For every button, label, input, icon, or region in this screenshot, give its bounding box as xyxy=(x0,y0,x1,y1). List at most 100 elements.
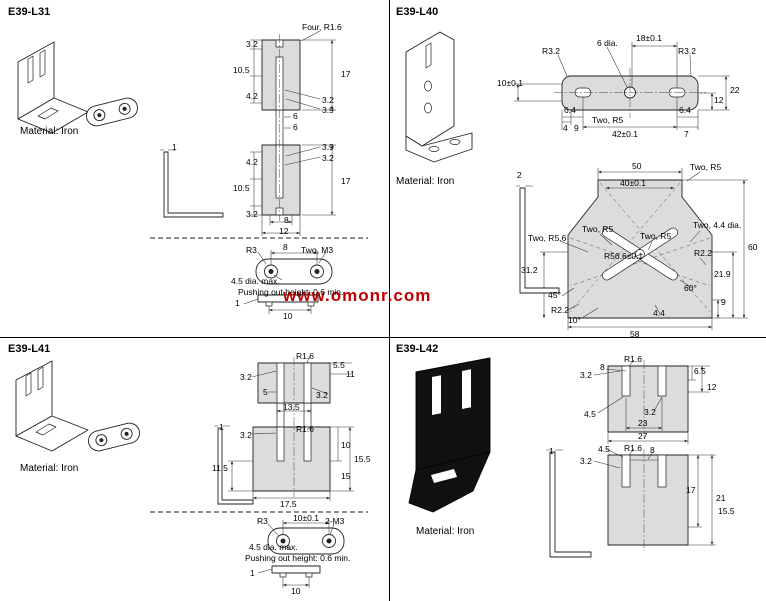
dim-label-l31-1: 3.2 xyxy=(246,39,258,49)
dim-label-l31-14: 17 xyxy=(341,176,351,186)
l40-side-view xyxy=(516,185,560,294)
dim-label-l41-19: Pushing out height: 0.6 min. xyxy=(245,553,351,563)
dim-label-l40-24: 60 xyxy=(748,242,758,252)
l42-side-view xyxy=(546,449,592,558)
dim-label-l40-28: 9 xyxy=(721,297,726,307)
dim-label-l42-2: 8 xyxy=(600,362,605,372)
l40-isometric-bracket xyxy=(405,31,473,163)
panel-title-e39-l31: E39-L31 xyxy=(8,6,51,18)
material-label-l31: Material: Iron xyxy=(20,126,79,137)
panel-title-e39-l40: E39-L40 xyxy=(396,6,439,18)
dim-label-l41-8: R1.6 xyxy=(296,424,314,434)
dim-label-l41-9: 10 xyxy=(341,440,351,450)
dim-label-l40-5: 12 xyxy=(714,95,724,105)
dim-label-l31-21: 4.5 dia. max. xyxy=(231,276,280,286)
l31-plate-detail xyxy=(243,250,333,314)
dim-label-l40-23: R2.2 xyxy=(694,248,712,258)
dim-label-l31-17: 1 xyxy=(172,142,177,152)
l41-plate-detail xyxy=(257,520,345,588)
dim-label-l31-19: 8 xyxy=(283,242,288,252)
dim-label-l31-4: 17 xyxy=(341,69,351,79)
dim-label-l41-4: 5 xyxy=(263,387,268,397)
dim-label-l40-13: 7 xyxy=(684,129,689,139)
dim-label-l41-6: 13.5 xyxy=(283,402,300,412)
dim-label-l42-12: 3.2 xyxy=(580,456,592,466)
dim-label-l40-30: R2.2 xyxy=(551,305,569,315)
dim-label-l41-16: 10±0.1 xyxy=(293,513,319,523)
l42-lower-view xyxy=(593,448,716,551)
dim-label-l40-9: 9 xyxy=(574,123,579,133)
dim-label-l40-8: 4 xyxy=(563,123,568,133)
dim-label-l40-7: 6.4 xyxy=(564,105,576,115)
dim-label-l42-3: 6.5 xyxy=(694,366,706,376)
dim-label-l42-7: 23 xyxy=(638,418,648,428)
dim-label-l42-8: 27 xyxy=(638,431,648,441)
dim-label-l41-21: 10 xyxy=(291,586,301,596)
dim-label-l40-27: 60° xyxy=(684,283,697,293)
dim-label-l42-16: 1 xyxy=(549,446,554,456)
l41-mounting-plate xyxy=(88,422,140,452)
dim-label-l40-32: 4.4 xyxy=(653,308,665,318)
material-label-l40: Material: Iron xyxy=(396,176,455,187)
dim-label-l40-26: 31.2 xyxy=(521,265,538,275)
dim-label-l42-4: 12 xyxy=(707,382,717,392)
dim-label-l42-13: 17 xyxy=(686,485,696,495)
dim-label-l40-14: 2 xyxy=(517,170,522,180)
dim-label-l42-11: 8 xyxy=(650,445,655,455)
l41-side-view xyxy=(214,425,254,505)
dim-label-l31-2: 10.5 xyxy=(233,65,250,75)
l41-front-view xyxy=(228,355,354,501)
material-label-l41: Material: Iron xyxy=(20,463,79,474)
dim-label-l42-0: R1.6 xyxy=(624,354,642,364)
dim-label-l41-0: R1.6 xyxy=(296,351,314,361)
dim-label-l31-9: 3.9 xyxy=(322,142,334,152)
dim-label-l31-5: 3.2 xyxy=(322,95,334,105)
dim-label-l41-11: 15 xyxy=(341,471,351,481)
dim-label-l41-14: 1 xyxy=(219,422,224,432)
dim-label-l40-29: 45° xyxy=(548,290,561,300)
grid-divider-horizontal xyxy=(0,337,766,338)
watermark: www.omonr.com xyxy=(283,286,432,305)
dim-label-l42-15: 15.5 xyxy=(718,506,735,516)
dim-label-l40-4: 22 xyxy=(730,85,740,95)
l42-upper-view xyxy=(593,359,710,444)
dim-label-l41-10: 15.5 xyxy=(354,454,371,464)
dim-label-l40-25: 21.9 xyxy=(714,269,731,279)
dim-label-l41-17: 2-M3 xyxy=(325,516,345,526)
dim-label-l41-20: 1 xyxy=(250,568,255,578)
l31-dimension-lines xyxy=(250,30,336,236)
dim-label-l42-10: R1.6 xyxy=(624,443,642,453)
dim-label-l31-3: 4.2 xyxy=(246,91,258,101)
dim-label-l31-11: 4.2 xyxy=(246,157,258,167)
dim-label-l42-9: 4.5 xyxy=(598,444,610,454)
dim-label-l31-8: 6 xyxy=(293,122,298,132)
dim-label-l41-15: R3 xyxy=(257,516,268,526)
dim-label-l40-17: Two, R5 xyxy=(690,162,722,172)
dim-label-l31-23: 1 xyxy=(235,298,240,308)
dim-label-l31-6: 3.9 xyxy=(322,105,334,115)
dim-label-l40-1: 6 dia. xyxy=(597,38,618,48)
dim-label-l31-7: 6 xyxy=(293,111,298,121)
dim-label-l41-1: 5.5 xyxy=(333,360,345,370)
dim-label-l40-21: Two, R5 xyxy=(640,231,672,241)
dim-label-l40-2: 18±0.1 xyxy=(636,33,662,43)
panel-title-e39-l42: E39-L42 xyxy=(396,343,439,355)
dim-label-l40-11: Two, R5 xyxy=(592,115,624,125)
dim-label-l31-10: 3.2 xyxy=(322,153,334,163)
dim-label-l40-20: Two, R5 xyxy=(582,224,614,234)
l42-isometric-bracket xyxy=(408,357,491,513)
dim-label-l42-14: 21 xyxy=(716,493,726,503)
l31-front-view xyxy=(261,34,301,221)
dim-label-l31-15: 8 xyxy=(284,215,289,225)
dim-label-l40-3: R3.2 xyxy=(678,46,696,56)
dim-label-l40-15: 50 xyxy=(632,161,642,171)
dim-label-l41-13: 17.5 xyxy=(280,499,297,509)
dim-label-l31-18: R3 xyxy=(246,245,257,255)
dim-label-l42-6: 3.2 xyxy=(644,407,656,417)
l31-isometric-bracket xyxy=(17,41,89,134)
grid-divider-vertical xyxy=(389,0,390,601)
dim-label-l41-5: 3.2 xyxy=(316,390,328,400)
dim-label-l40-0: R3.2 xyxy=(542,46,560,56)
